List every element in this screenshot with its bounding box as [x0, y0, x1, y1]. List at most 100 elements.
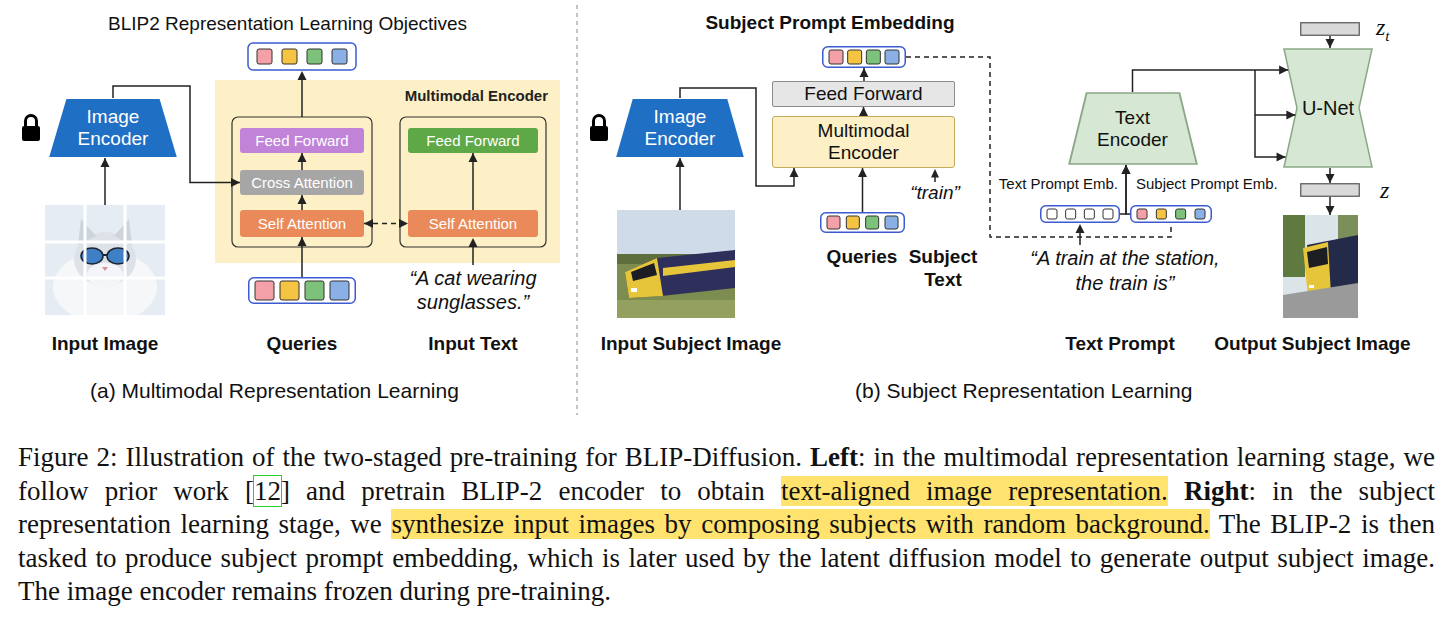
node-label: Subject Prompt Emb.: [1130, 175, 1285, 193]
arrow-head: [1326, 39, 1335, 48]
connector: [858, 168, 867, 212]
drawing-part: [305, 281, 324, 300]
arrow-head: [364, 219, 373, 228]
lock-shackle: [26, 116, 37, 128]
annotation-label: Subject Text: [904, 245, 982, 291]
subject-prompt-embedding: Subject Prompt Emb.: [1130, 175, 1285, 225]
arrow-head: [790, 168, 799, 177]
arrow-head: [399, 219, 408, 228]
caption-emphasis: 12: [254, 476, 281, 506]
leader-arrow: [469, 238, 478, 265]
drawing-part: [846, 216, 859, 229]
node-label: Multimodal Encoder: [405, 87, 548, 104]
drawing-part: [866, 50, 880, 64]
annotation-label: “A cat wearing sunglasses.”: [383, 266, 563, 314]
drawing-part: [45, 241, 165, 244]
shape-outline: [1284, 49, 1372, 167]
latent-bar-fill: [1301, 184, 1360, 197]
drawing-part: [1309, 285, 1314, 288]
arrow-head: [101, 158, 110, 167]
drawing-part: [1176, 209, 1186, 219]
arrow-head: [298, 71, 307, 80]
connector: [101, 158, 110, 205]
drawing-part: [866, 216, 879, 229]
latent-box: z: [1300, 183, 1410, 197]
caption-emphasis: text-aligned image representation.: [781, 476, 1168, 506]
embedding-box: [248, 43, 356, 70]
drawing-part: [1131, 206, 1212, 223]
node-label: Image Encoder: [634, 106, 726, 150]
embedding-token: [257, 49, 272, 64]
arrow-head: [1326, 206, 1335, 215]
multimodal-encoder-block: Multimodal Encoder: [772, 116, 955, 168]
drawing-part: [625, 258, 663, 298]
drawing-part: [87, 263, 123, 287]
drawing-part: [617, 210, 735, 318]
node-label: Subject Prompt Embedding: [700, 12, 960, 35]
lock-shackle: [594, 116, 605, 128]
drawing-part: [1047, 209, 1057, 219]
connector: [364, 219, 408, 228]
drawing-part: [330, 281, 349, 300]
arrow-head: [858, 168, 867, 177]
annotation-label: (b) Subject Representation Learning: [855, 378, 1275, 403]
connector: [1122, 165, 1131, 214]
embedding-box: [822, 46, 906, 68]
embedding-box: [1130, 205, 1212, 223]
node-label: Text Encoder: [1087, 107, 1179, 151]
output-embedding: [248, 43, 356, 70]
connector-line: [113, 86, 240, 183]
drawing-part: [663, 260, 735, 276]
shape-outline: [616, 99, 744, 157]
text-encoder: Text Encoder: [1068, 92, 1198, 165]
connector: [1326, 36, 1335, 48]
output-subject-image: Output Subject Image: [1200, 215, 1425, 357]
embedding-box: [1040, 205, 1120, 223]
label-holder: Text Prompt: [1050, 333, 1190, 356]
drawing-part: [829, 50, 843, 64]
drawing-part: [823, 47, 906, 68]
drawing-part: [1307, 247, 1328, 268]
node-label: Feed Forward: [804, 83, 922, 105]
label-holder: (b) Subject Representation Learning: [855, 378, 1275, 403]
arrow-head: [676, 158, 685, 167]
connector: [1326, 197, 1335, 215]
image-encoder: Image Encoder: [48, 98, 178, 158]
arrow-head: [1326, 174, 1335, 183]
embedding-token: [282, 49, 297, 64]
annotation-label: Text Prompt: [1050, 333, 1190, 356]
arrow-head: [1076, 224, 1085, 233]
drawing-part: [1066, 209, 1076, 219]
lock-body: [590, 126, 608, 141]
drawing-part: [1156, 209, 1166, 219]
drawing-part: [821, 213, 905, 233]
label-holder: “A train at the station, the train is”: [1014, 246, 1236, 296]
annotation-label: Input Text: [403, 333, 543, 356]
lock-icon: [22, 116, 40, 142]
column-outline: [400, 117, 546, 247]
embedding-token: [307, 49, 322, 64]
drawing-part: [885, 50, 899, 64]
drawing-part: [124, 205, 127, 315]
leader-arrow: [931, 169, 939, 182]
drawing-part: [102, 267, 108, 271]
self-attention-block: Self Attention: [240, 210, 364, 237]
arrow-line: [301, 79, 303, 117]
subscript: t: [1385, 27, 1389, 44]
node-label: Queries: [812, 246, 912, 269]
leader-arrow: [298, 71, 307, 117]
connector: [859, 107, 868, 116]
unet: U-Net: [1283, 48, 1373, 168]
connector-line: [680, 88, 794, 186]
cross-attention-block: Cross Attention: [240, 170, 364, 195]
drawing-part: [1283, 215, 1305, 277]
drawing-part: [1195, 209, 1205, 219]
label-holder: “A cat wearing sunglasses.”: [383, 266, 563, 314]
arrow-head: [298, 195, 307, 204]
connector: [680, 88, 799, 186]
node-label: Feed Forward: [255, 132, 348, 149]
latent-bar: [1300, 183, 1360, 197]
caption-emphasis: Left: [810, 442, 858, 472]
embedding-token: [332, 49, 347, 64]
arrow-head: [469, 153, 478, 162]
